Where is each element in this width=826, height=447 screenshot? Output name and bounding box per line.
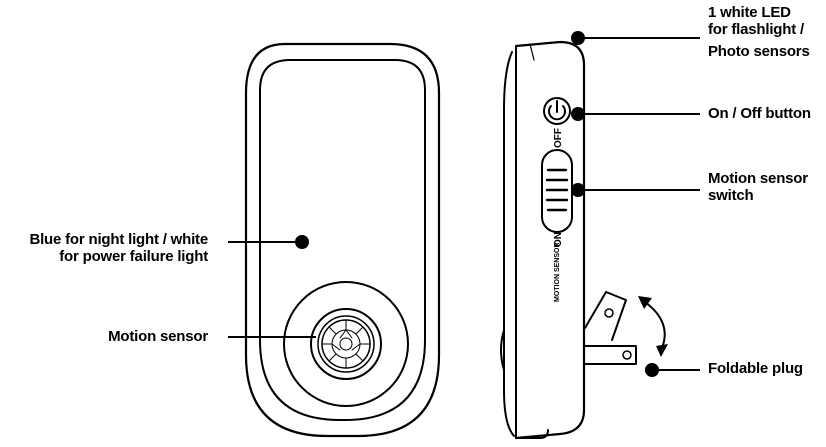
callout-power-button: On / Off button: [708, 105, 811, 122]
callout-led: 1 white LED for flashlight / Photo senso…: [708, 4, 810, 60]
dot-motion-switch: [571, 183, 585, 197]
motion-sensor-lens-outer: [317, 315, 375, 373]
fold-rotation-arrow: [644, 301, 666, 349]
plug-prong-extended: [584, 345, 637, 365]
plug-prong-hole-lower: [622, 350, 632, 360]
front-outer-housing: [244, 42, 441, 438]
callout-night-light-line1: Blue for night light / white: [29, 231, 208, 248]
dot-power-button: [571, 107, 585, 121]
fold-arrow-head-top: [638, 296, 652, 309]
motion-sensor-bezel: [310, 308, 382, 380]
callout-power-button-line1: On / Off button: [708, 105, 811, 122]
dot-led: [571, 31, 585, 45]
callout-motion-switch-line1: Motion sensor: [708, 170, 808, 187]
side-bottom-foot: [515, 429, 549, 439]
callout-motion-sensor: Motion sensor: [108, 328, 208, 345]
power-button-ring[interactable]: [543, 97, 571, 125]
callout-foldable-plug: Foldable plug: [708, 360, 803, 377]
side-front-shell: [514, 40, 586, 440]
callout-foldable-plug-line1: Foldable plug: [708, 360, 803, 377]
power-icon: [548, 105, 566, 121]
callout-led-line1: 1 white LED: [708, 4, 791, 21]
fold-arrow-head-bottom: [656, 344, 668, 357]
callout-motion-switch: Motion sensor switch: [708, 170, 808, 204]
motion-sensor-ring: [283, 281, 409, 407]
front-light-panel: [259, 59, 426, 421]
callout-led-line2: for flashlight /: [708, 21, 804, 38]
callout-night-light: Blue for night light / white for power f…: [29, 231, 208, 265]
motion-switch-grip: [545, 168, 569, 212]
callout-led-line3: Photo sensors: [708, 43, 810, 60]
motion-sensor-facets: [321, 319, 371, 369]
side-back-edge: [503, 51, 515, 437]
plug-prong-hole-upper: [604, 308, 614, 318]
motion-sensor-side-label: MOTION SENSOR: [554, 242, 561, 302]
dot-foldable-plug: [645, 363, 659, 377]
callout-motion-sensor-line1: Motion sensor: [108, 328, 208, 345]
switch-off-label: OFF: [553, 128, 564, 148]
side-bump: [500, 329, 505, 371]
dot-night-light: [295, 235, 309, 249]
callout-night-light-line2: for power failure light: [59, 248, 208, 265]
callout-motion-switch-line2: switch: [708, 187, 754, 204]
side-seam-top: [529, 43, 535, 61]
plug-prong-folded-upper: [584, 291, 627, 341]
switch-on-label: ON: [553, 232, 564, 247]
